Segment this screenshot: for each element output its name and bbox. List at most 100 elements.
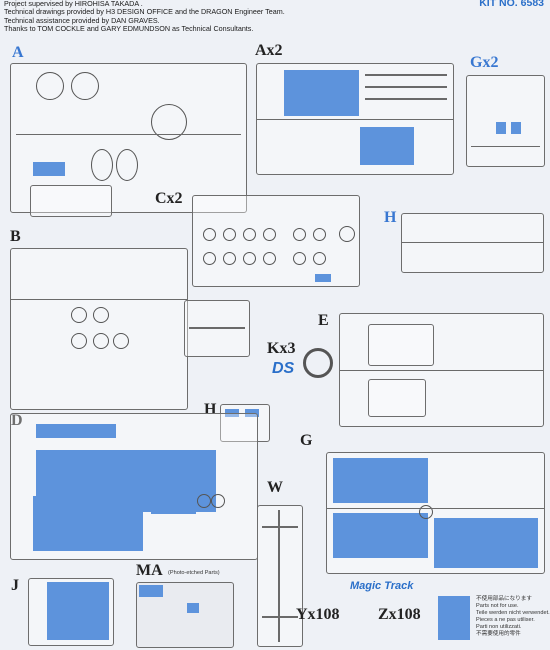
- ma-note: (Photo-etched Parts): [168, 570, 220, 576]
- not-for-use-part: [33, 496, 143, 551]
- road-wheel-part: [223, 228, 236, 241]
- sprue-runner: [278, 510, 280, 642]
- sprue-a-lower: [30, 185, 112, 217]
- sprue-runner: [365, 98, 447, 100]
- credit-line: Technical assistance provided by DAN GRA…: [4, 15, 160, 25]
- sprue-gx2: [466, 75, 545, 167]
- sprue-runner: [402, 242, 543, 243]
- sprue-runner: [16, 134, 241, 135]
- road-wheel-part: [293, 252, 306, 265]
- sprue-part: [71, 333, 87, 349]
- sprue-part: [93, 307, 109, 323]
- sprue-part: [91, 149, 113, 181]
- sprue-label-kx3: Kx3: [267, 340, 296, 357]
- road-wheel-part: [223, 252, 236, 265]
- sprue-runner: [262, 526, 298, 528]
- sprue-runner: [340, 370, 543, 371]
- road-wheel-part: [339, 226, 355, 242]
- sprue-label-e: E: [318, 312, 329, 329]
- sprue-label-w: W: [267, 479, 283, 496]
- sprue-label-g: G: [300, 432, 313, 449]
- sprue-e: [339, 313, 544, 427]
- sprue-runner: [262, 616, 298, 618]
- sprue-runner: [189, 327, 245, 329]
- sprue-ax2: [256, 63, 454, 175]
- road-wheel-part: [243, 252, 256, 265]
- not-for-use-legend: 不使用部品になります Parts not for use. Teile werd…: [476, 596, 550, 638]
- not-for-use-part: [151, 484, 196, 514]
- not-for-use-part: [36, 424, 116, 438]
- legend-line: 不使用部品になります: [476, 596, 532, 602]
- sprue-part: [419, 505, 433, 519]
- sprue-label-ma: MA: [136, 562, 163, 579]
- not-for-use-part: [315, 274, 331, 282]
- sprue-label-yx108: Yx108: [296, 606, 340, 623]
- sprue-part: [151, 104, 187, 140]
- sprue-h-top: [401, 213, 544, 273]
- ds-logo: DS: [272, 360, 295, 377]
- sprue-part: [116, 149, 138, 181]
- legend-color-swatch: [438, 596, 470, 640]
- kit-number: KIT NO. 6583: [479, 0, 544, 9]
- not-for-use-part: [360, 127, 414, 165]
- sprue-j: [28, 578, 114, 646]
- grille-part: [368, 379, 426, 417]
- sprue-runner: [365, 86, 447, 88]
- sprue-runner: [365, 74, 447, 76]
- road-wheel-part: [293, 228, 306, 241]
- sprue-runner: [257, 119, 453, 120]
- sprue-runner: [11, 299, 187, 300]
- tire-part: [303, 348, 333, 378]
- sprue-d: [10, 413, 258, 560]
- sprue-a: [10, 63, 247, 213]
- sprue-part: [71, 307, 87, 323]
- not-for-use-part: [33, 162, 65, 176]
- not-for-use-part: [284, 70, 359, 116]
- not-for-use-part: [434, 518, 538, 568]
- sprue-cx2: [192, 195, 360, 287]
- not-for-use-part: [496, 122, 506, 134]
- credit-line: Thanks to TOM COCKLE and GARY EDMUNDSON …: [4, 23, 254, 33]
- road-wheel-part: [263, 252, 276, 265]
- sprue-part: [113, 333, 129, 349]
- road-wheel-part: [203, 228, 216, 241]
- legend-line: 不需要使用的零件: [476, 631, 521, 637]
- credit-line: Technical drawings provided by H3 DESIGN…: [4, 7, 285, 17]
- grille-part: [368, 324, 434, 366]
- credits-block: Project supervised by HIROHISA TAKADA . …: [4, 0, 285, 33]
- legend-line: Parts not for use.: [476, 603, 519, 609]
- not-for-use-part: [511, 122, 521, 134]
- sprue-runner: [471, 146, 540, 147]
- sprue-b: [10, 248, 188, 410]
- credit-line: Project supervised by HIROHISA TAKADA .: [4, 0, 143, 8]
- sprue-label-b: B: [10, 228, 21, 245]
- road-wheel-part: [243, 228, 256, 241]
- sprue-label-a: A: [12, 44, 24, 61]
- not-for-use-part: [47, 582, 109, 640]
- sprue-part: [36, 72, 64, 100]
- magic-track-logo: Magic Track: [350, 580, 414, 592]
- sprue-runner: [327, 508, 544, 509]
- sprue-label-j: J: [11, 577, 19, 594]
- sprue-part: [211, 494, 225, 508]
- road-wheel-part: [313, 228, 326, 241]
- not-for-use-part: [187, 603, 199, 613]
- sprue-b-extension: [184, 300, 250, 357]
- not-for-use-part: [333, 513, 428, 558]
- road-wheel-part: [263, 228, 276, 241]
- sprue-label-zx108: Zx108: [378, 606, 421, 623]
- road-wheel-part: [203, 252, 216, 265]
- sprue-label-h-top: H: [384, 209, 397, 226]
- sprue-g: [326, 452, 545, 574]
- road-wheel-part: [313, 252, 326, 265]
- sprue-label-d: D: [11, 412, 23, 429]
- legend-line: Pieces a ne pas utiliser.: [476, 617, 535, 623]
- legend-line: Parti non utilizzati.: [476, 624, 522, 630]
- sprue-label-cx2: Cx2: [155, 190, 183, 207]
- legend-line: Teile werden nicht verwendet.: [476, 610, 550, 616]
- sprue-label-gx2: Gx2: [470, 54, 499, 71]
- not-for-use-part: [139, 585, 163, 597]
- not-for-use-part: [333, 458, 428, 503]
- sprue-label-ax2: Ax2: [255, 42, 283, 59]
- sprue-part: [197, 494, 211, 508]
